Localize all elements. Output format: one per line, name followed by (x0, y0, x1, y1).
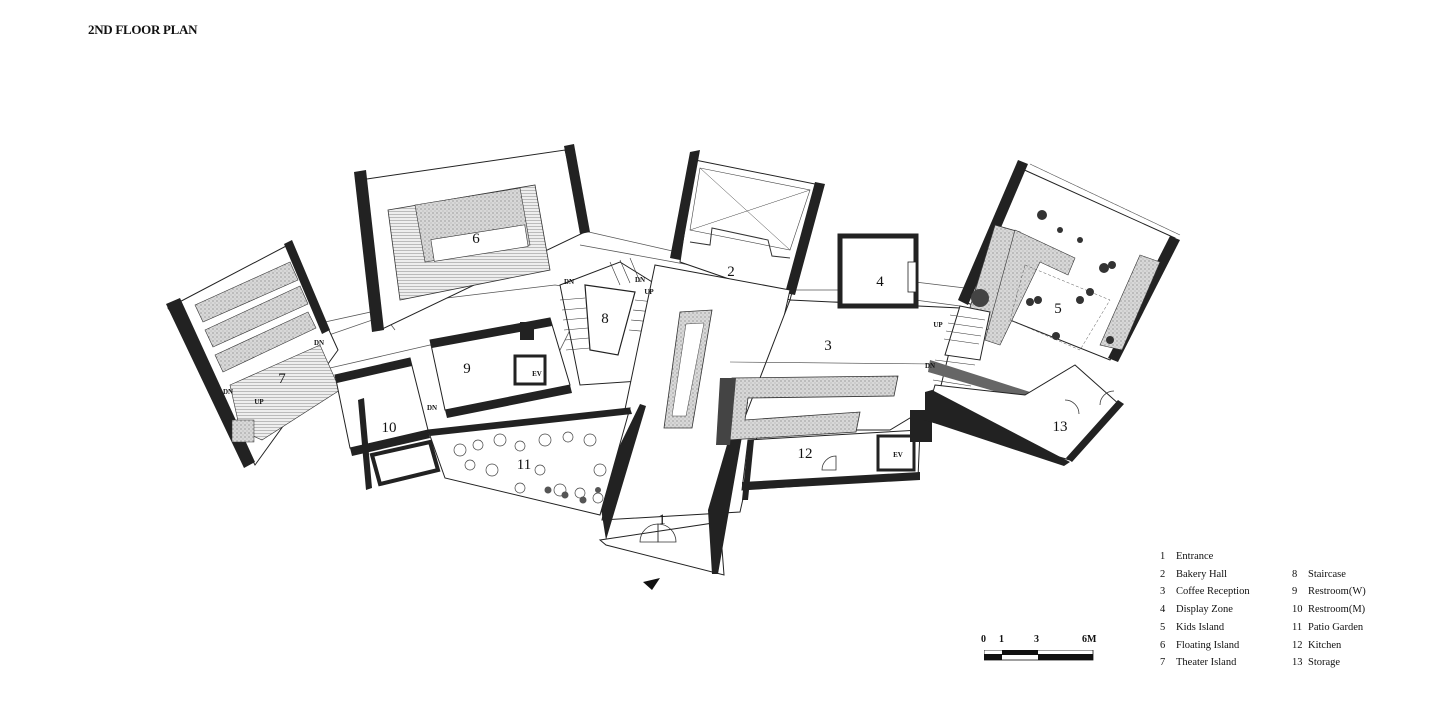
room-5-kids-island (958, 160, 1181, 362)
room-num-10: 10 (382, 420, 397, 436)
room-num-13: 13 (1053, 419, 1068, 435)
scale-label: 1 (999, 634, 1004, 645)
room-12-kitchen (741, 410, 932, 500)
tag-up: UP (254, 398, 264, 406)
scale-bar: 0 1 3 6M (978, 634, 1098, 664)
room-13-storage (924, 364, 1124, 466)
staircase-east (928, 305, 1030, 400)
scale-label: 6M (1082, 634, 1097, 645)
room-num-5: 5 (1054, 301, 1062, 317)
room-num-1: 1 (658, 512, 666, 528)
plan-title: 2ND FLOOR PLAN (88, 22, 198, 37)
room-num-11: 11 (517, 457, 531, 473)
tag-up: UP (933, 321, 943, 329)
central-hall (598, 264, 791, 590)
room-labels: 1 2 3 4 5 6 7 8 9 10 11 12 13 (278, 231, 1067, 528)
tag-dn: DN (635, 276, 645, 284)
tag-ev: EV (532, 370, 542, 378)
scale-label: 3 (1034, 634, 1039, 645)
room-6-floating-island (354, 144, 590, 332)
tag-dn: DN (564, 278, 574, 286)
room-num-4: 4 (876, 274, 884, 290)
room-num-8: 8 (601, 311, 609, 327)
room-num-7: 7 (278, 371, 286, 387)
north-arrow-icon (643, 578, 660, 590)
room-num-2: 2 (727, 264, 735, 280)
room-num-9: 9 (463, 361, 471, 377)
room-11-patio-garden (427, 407, 632, 516)
tag-dn: DN (314, 339, 324, 347)
tag-dn: DN (925, 362, 935, 370)
tag-dn: DN (223, 388, 233, 396)
room-num-3: 3 (824, 338, 832, 354)
scale-bar-graphic (984, 650, 1094, 661)
room-4-display-zone (837, 233, 919, 309)
tag-ev: EV (893, 451, 903, 459)
room-num-12: 12 (798, 446, 813, 462)
stair-tags: DN DN UP DN DN DN UP UP DN EV EV (223, 276, 943, 459)
room-2-bakery-hall (670, 150, 825, 301)
room-7-theater-island (166, 240, 341, 468)
tag-dn: DN (427, 404, 437, 412)
scale-label: 0 (981, 634, 986, 645)
room-num-6: 6 (472, 231, 480, 247)
room-3-coffee-reception (716, 299, 961, 445)
tag-up: UP (644, 288, 654, 296)
